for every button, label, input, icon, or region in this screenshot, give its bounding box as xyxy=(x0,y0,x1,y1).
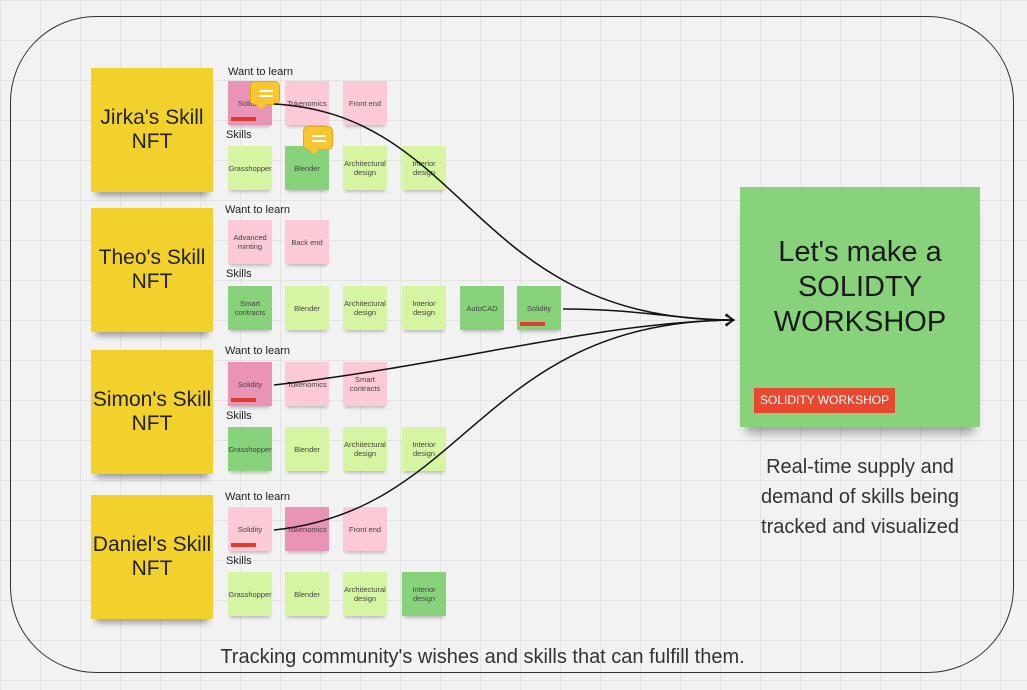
skill-note-blender[interactable]: Blender xyxy=(285,146,329,190)
want-note-front-end[interactable]: Front end xyxy=(343,507,387,551)
skills-label: Skills xyxy=(226,129,252,141)
want-note-back-end[interactable]: Back end xyxy=(285,220,329,264)
skill-note-grasshopper[interactable]: Grasshopper xyxy=(228,427,272,471)
skill-note-solidity[interactable]: Solidity xyxy=(517,286,561,330)
skill-note-autocad[interactable]: AutoCAD xyxy=(460,286,504,330)
skill-note-interior-design[interactable]: Interior design xyxy=(402,427,446,471)
theo-skill-nft-card[interactable]: Theo's Skill NFT xyxy=(91,208,213,332)
skill-note-architectural-design[interactable]: Architectural design xyxy=(343,286,387,330)
card-title: Theo's Skill NFT xyxy=(98,246,206,293)
skill-note-interior-design[interactable]: Interior design xyxy=(402,572,446,616)
progress-bar xyxy=(520,322,545,326)
comment-icon[interactable] xyxy=(250,81,280,110)
skills-label: Skills xyxy=(226,555,252,567)
want-note-tokenomics[interactable]: Tokenomics xyxy=(285,81,329,125)
skill-note-interior-design[interactable]: Interior design xyxy=(402,286,446,330)
skills-label: Skills xyxy=(226,268,252,280)
solidity-workshop-note[interactable]: Let's make a SOLIDTY WORKSHOP SOLIDITY W… xyxy=(740,187,980,427)
progress-bar xyxy=(231,543,256,547)
want-note-advanced-minting[interactable]: Advanced minting xyxy=(228,220,272,264)
progress-bar xyxy=(231,117,256,121)
card-title: Jirka's Skill NFT xyxy=(100,106,204,153)
want-to-learn-label: Want to learn xyxy=(228,66,294,78)
board-frame xyxy=(10,16,1014,673)
jirka-skill-nft-card[interactable]: Jirka's Skill NFT xyxy=(91,68,213,192)
solidity-workshop-tag[interactable]: SOLIDITY WORKSHOP xyxy=(754,388,896,413)
skill-note-blender[interactable]: Blender xyxy=(285,572,329,616)
skill-note-architectural-design[interactable]: Architectural design xyxy=(343,146,387,190)
skills-label: Skills xyxy=(226,410,252,422)
description-text: Real-time supply and demand of skills be… xyxy=(761,456,959,538)
want-note-front-end[interactable]: Front end xyxy=(343,81,387,125)
want-note-smart-contracts[interactable]: Smart contracts xyxy=(343,362,387,406)
want-note-solidity[interactable]: Solidity xyxy=(228,362,272,406)
workshop-title: Let's make a SOLIDTY WORKSHOP xyxy=(773,236,947,338)
skill-note-interior-design[interactable]: Interior design xyxy=(402,146,446,190)
progress-bar xyxy=(231,398,256,402)
comment-icon[interactable] xyxy=(303,126,333,155)
want-to-learn-label: Want to learn xyxy=(225,204,291,216)
simon-skill-nft-card[interactable]: Simon's Skill NFT xyxy=(91,350,213,474)
want-note-tokenomics[interactable]: Tokenomics xyxy=(285,507,329,551)
card-title: Daniel's Skill NFT xyxy=(92,533,212,580)
want-to-learn-label: Want to learn xyxy=(225,491,291,503)
daniel-skill-nft-card[interactable]: Daniel's Skill NFT xyxy=(91,495,213,619)
skill-note-grasshopper[interactable]: Grasshopper xyxy=(228,146,272,190)
card-title: Simon's Skill NFT xyxy=(92,388,212,435)
skill-note-smart-contracts[interactable]: Smart contracts xyxy=(228,286,272,330)
board-caption: Tracking community's wishes and skills t… xyxy=(220,646,745,668)
skill-note-grasshopper[interactable]: Grasshopper xyxy=(228,572,272,616)
want-note-solidity[interactable]: Solidity xyxy=(228,507,272,551)
skill-note-architectural-design[interactable]: Architectural design xyxy=(343,427,387,471)
skill-note-blender[interactable]: Blender xyxy=(285,427,329,471)
want-note-tokenomics[interactable]: Tokenomics xyxy=(285,362,329,406)
skill-note-architectural-design[interactable]: Architectural design xyxy=(343,572,387,616)
want-to-learn-label: Want to learn xyxy=(225,345,291,357)
skill-note-blender[interactable]: Blender xyxy=(285,286,329,330)
